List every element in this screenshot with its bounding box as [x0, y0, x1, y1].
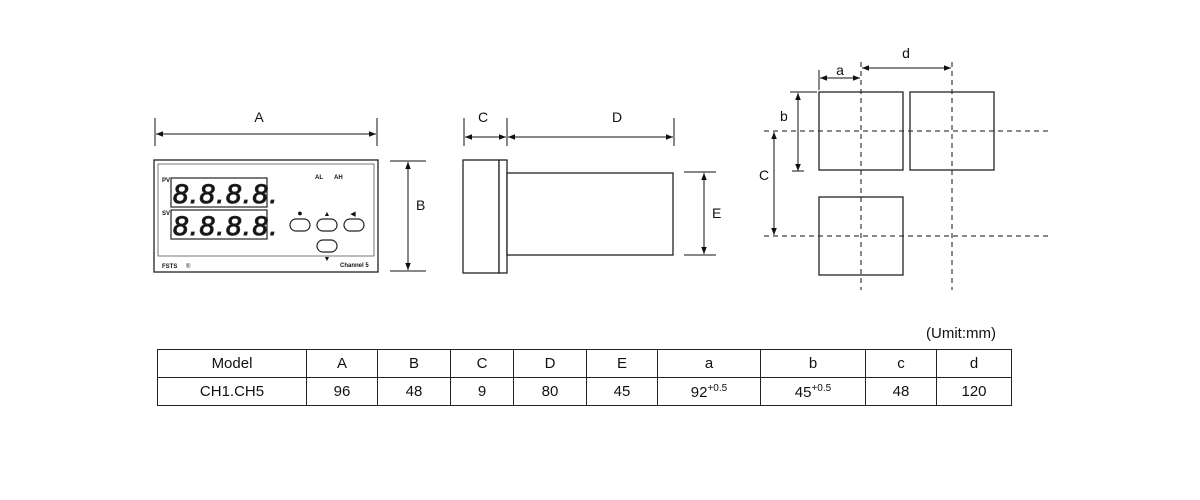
cell-C: 9	[450, 377, 514, 406]
cutout-3	[818, 196, 904, 276]
housing-body	[506, 172, 674, 256]
bezel-lip	[498, 159, 508, 274]
pv-label: PV	[162, 178, 170, 184]
header-c: c	[865, 349, 937, 378]
sv-digits: 8.8.8.8.	[173, 211, 279, 241]
panel-cutout-view: a d b C	[759, 45, 1048, 290]
dot-icon: ●	[297, 208, 302, 218]
table-header-row: Model A B C D E a b c d	[157, 349, 1012, 378]
dim-label-E: E	[712, 205, 721, 221]
front-view: A PV SV 8.8.8.8. 8.8.8.8. AL AH ● ▲ ◀ ▼ …	[153, 109, 426, 273]
header-C: C	[450, 349, 514, 378]
dim-label-C: C	[478, 109, 488, 125]
dim-label-a: a	[836, 62, 844, 78]
cell-E: 45	[586, 377, 658, 406]
ah-indicator-label: AH	[334, 175, 343, 181]
pv-digits: 8.8.8.8.	[173, 179, 279, 209]
down-arrow-icon: ▼	[324, 256, 331, 263]
dim-label-c: C	[759, 167, 769, 183]
shift-key	[343, 218, 365, 232]
down-key	[316, 239, 338, 253]
up-arrow-icon: ▲	[324, 211, 331, 218]
header-a: a	[657, 349, 761, 378]
header-A: A	[306, 349, 378, 378]
header-d: d	[936, 349, 1012, 378]
dimension-drawing: A PV SV 8.8.8.8. 8.8.8.8. AL AH ● ▲ ◀ ▼ …	[153, 45, 1048, 290]
dim-label-b: b	[780, 108, 788, 124]
cell-model: CH1.CH5	[157, 377, 307, 406]
set-key	[289, 218, 311, 232]
dim-label-A: A	[254, 109, 264, 125]
cell-b-tolerance: +0.5	[811, 382, 832, 394]
dim-label-B: B	[416, 197, 425, 213]
pv-display	[170, 177, 268, 208]
cutout-2	[909, 91, 995, 171]
cell-A: 96	[306, 377, 378, 406]
cell-a-value: 92	[690, 383, 708, 401]
al-indicator-label: AL	[315, 175, 323, 181]
cutout-1	[818, 91, 904, 171]
cell-b-value: 45	[794, 383, 812, 401]
cell-a: 92+0.5	[657, 377, 761, 406]
brand-mark: ®	[186, 263, 191, 270]
channel-label: Channel 5	[340, 263, 369, 269]
header-B: B	[377, 349, 451, 378]
sv-label: SV	[162, 211, 170, 217]
cell-b: 45+0.5	[760, 377, 866, 406]
dim-label-d: d	[902, 45, 910, 61]
header-b: b	[760, 349, 866, 378]
spec-table: Model A B C D E a b c d CH1.CH5 96 48 9 …	[157, 349, 1012, 406]
left-arrow-icon: ◀	[350, 211, 356, 218]
cell-a-tolerance: +0.5	[707, 382, 728, 394]
cell-d: 120	[936, 377, 1012, 406]
header-D: D	[513, 349, 587, 378]
header-E: E	[586, 349, 658, 378]
table-row: CH1.CH5 96 48 9 80 45 92+0.5 45+0.5 48 1…	[157, 377, 1012, 406]
bezel-side	[462, 159, 500, 274]
brand-label: FSTS	[162, 264, 177, 270]
side-view: C D E	[462, 109, 721, 274]
sv-display	[170, 209, 268, 240]
up-key	[316, 218, 338, 232]
unit-note: (Umit:mm)	[926, 325, 996, 342]
cell-c: 48	[865, 377, 937, 406]
dim-label-D: D	[612, 109, 622, 125]
cell-D: 80	[513, 377, 587, 406]
header-model: Model	[157, 349, 307, 378]
cell-B: 48	[377, 377, 451, 406]
